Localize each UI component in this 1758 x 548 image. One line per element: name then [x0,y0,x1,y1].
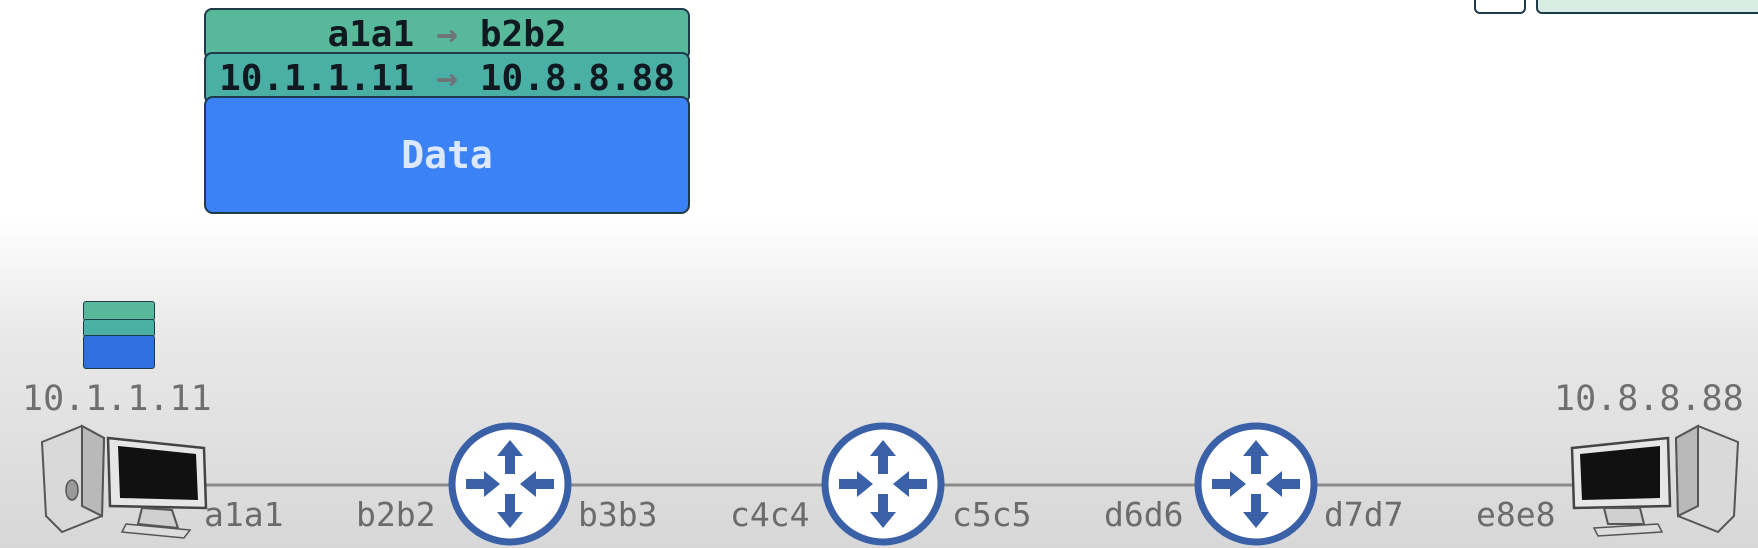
interface-label: e8e8 [1476,495,1556,534]
source-computer-icon [40,424,208,539]
l2-destination-mac: b2b2 [479,13,567,55]
l2-header: a1a1 → b2b2 [204,8,690,60]
interface-label: a1a1 [204,495,284,534]
interface-label: b3b3 [578,495,658,534]
interface-label: d7d7 [1324,495,1404,534]
arrow-right-icon: → [436,57,458,99]
destination-computer-icon [1570,424,1740,537]
l3-source-ip: 10.1.1.11 [219,57,415,99]
router-icon [448,422,572,546]
partial-box-right [1536,0,1758,14]
packet-structure: a1a1 → b2b2 10.1.1.11 → 10.8.8.88 Data [204,8,690,214]
destination-ip-label: 10.8.8.88 [1554,379,1744,419]
l3-header: 10.1.1.11 → 10.8.8.88 [204,52,690,104]
interface-label: d6d6 [1104,495,1184,534]
partial-box-left [1474,0,1526,14]
interface-label: c4c4 [730,495,810,534]
data-payload: Data [204,96,690,214]
router-icon [1194,422,1318,546]
l2-source-mac: a1a1 [327,13,415,55]
l3-destination-ip: 10.8.8.88 [479,57,675,99]
router-icon [821,422,945,546]
interface-label: b2b2 [356,495,436,534]
mini-packet-icon [83,301,155,369]
source-ip-label: 10.1.1.11 [22,379,212,419]
interface-label: c5c5 [952,495,1032,534]
arrow-right-icon: → [436,13,458,55]
